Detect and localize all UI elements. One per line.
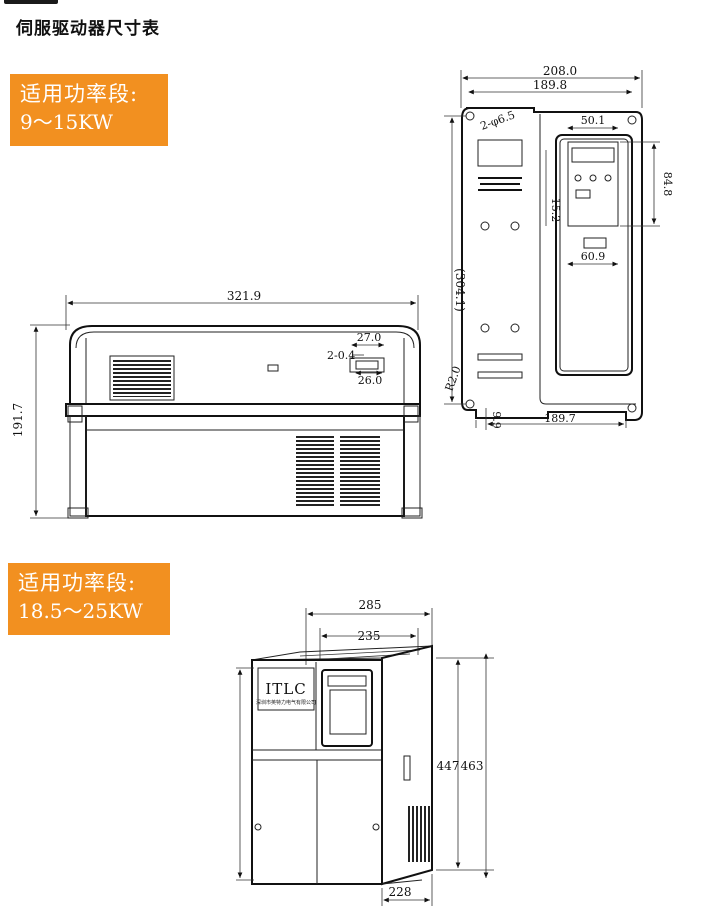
dim-228: 228	[389, 885, 412, 899]
dim-height-191-7: 191.7	[11, 403, 25, 437]
dim-27: 27.0	[357, 331, 382, 344]
dim-208: 208.0	[543, 64, 577, 78]
dim-15-2: 15.2	[549, 198, 562, 223]
dim-189-7: 189.7	[544, 412, 576, 425]
dim-r2: R2.0	[443, 364, 464, 393]
dim-447: 447	[437, 759, 460, 773]
dim-width-321-9: 321.9	[227, 289, 261, 303]
badge-label: 适用功率段:	[20, 82, 139, 106]
power-range-badge-1: 适用功率段: 9～15KW	[10, 74, 168, 146]
dim-304-1: (304.1)	[453, 268, 467, 312]
badge-range: 9～15KW	[20, 110, 113, 134]
badge-label: 适用功率段:	[18, 571, 137, 595]
dim-26: 26.0	[358, 374, 383, 387]
page-title: 伺服驱动器尺寸表	[16, 19, 160, 39]
dim-84-8: 84.8	[661, 172, 674, 197]
top-view-drawing: 321.9 191.7 27.0 2-0.4 26.	[11, 289, 423, 519]
dim-189-8: 189.8	[533, 78, 567, 92]
dim-235: 235	[358, 629, 381, 643]
badge-range: 18.5～25KW	[18, 599, 143, 623]
front-view-drawing: 208.0 189.8 2-φ6.5 50.1	[443, 64, 674, 430]
power-range-badge-2: 适用功率段: 18.5～25KW	[8, 563, 170, 635]
dim-9-9: 9.9	[490, 411, 503, 429]
dim-285: 285	[359, 598, 382, 612]
dim-463: 463	[461, 759, 484, 773]
iso-view-drawing: 285 235 ITLC 深圳市英特力电气有限公司	[236, 598, 494, 906]
dim-2-0-4: 2-0.4	[327, 349, 355, 362]
dim-holes: 2-φ6.5	[479, 108, 517, 133]
header-cutoff-mark	[4, 0, 58, 4]
dim-50-1: 50.1	[581, 114, 606, 127]
dim-60-9: 60.9	[581, 250, 606, 263]
brand-subtitle: 深圳市英特力电气有限公司	[256, 699, 316, 706]
brand-logo: ITLC	[265, 680, 306, 698]
